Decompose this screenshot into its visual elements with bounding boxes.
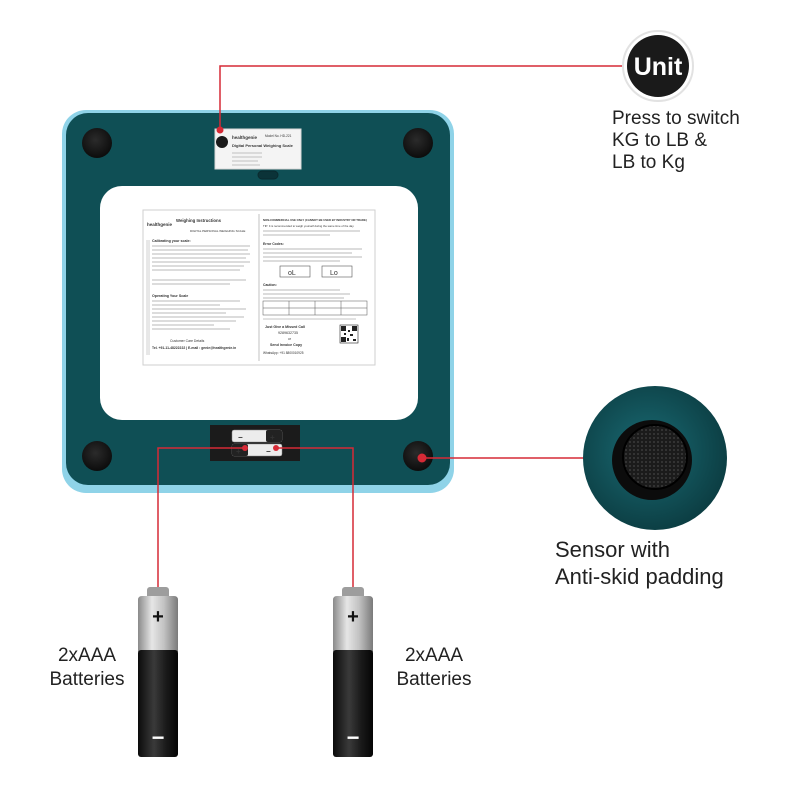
- sensor-caption: Sensor with Anti-skid padding: [555, 536, 795, 590]
- scale-body: healthgenie Model No. HD-221 Digital Per…: [62, 110, 454, 493]
- missed-call-number: 9289632735: [278, 331, 298, 335]
- error-code-ol: oL: [288, 270, 296, 277]
- battery-right: + −: [333, 587, 373, 757]
- foot-pad: [82, 441, 112, 471]
- sensor-caption-line: Anti-skid padding: [555, 564, 724, 589]
- foot-pad: [82, 128, 112, 158]
- unit-caption-line: KG to LB &: [612, 130, 708, 151]
- customer-care-contact: Tel. +91-11-48222222 | E-mail : genie@he…: [152, 346, 236, 350]
- unit-caption: Press to switch KG to LB & LB to Kg: [612, 108, 792, 174]
- compartment-plus-symbol: +: [236, 447, 241, 456]
- sensor-caption-line: Sensor with: [555, 537, 670, 562]
- whatsapp-text: WhatsApp: +91 8800010925: [263, 351, 304, 355]
- battery-left-plus: +: [152, 606, 164, 628]
- calibrating-text-lines: [152, 245, 250, 285]
- tip-text: TIP: It is recommended to weigh yourself…: [263, 224, 354, 228]
- calibrating-heading: Calibrating your scale:: [152, 239, 191, 243]
- foot-pad: [403, 128, 433, 158]
- top-label-brand: healthgenie: [232, 135, 258, 140]
- battery-callout-line-right: [276, 447, 354, 592]
- unit-button-badge: Unit: [622, 30, 694, 102]
- compartment-plus-symbol: +: [270, 433, 275, 442]
- top-label-model: Model No. HD-221: [265, 134, 292, 138]
- compartment-minus-symbol: −: [266, 447, 271, 456]
- battery-caption-line: Batteries: [49, 669, 125, 690]
- error-codes-heading: Error Codes:: [263, 242, 284, 246]
- missed-call-text: Just Give a Missed Call: [265, 325, 305, 329]
- battery-caption-line: 2xAAA: [57, 645, 117, 666]
- battery-caption-right: 2xAAA Batteries: [379, 644, 489, 692]
- unit-button-label: Unit: [634, 53, 683, 81]
- battery-right-minus: −: [347, 725, 360, 750]
- instruction-heading: Weighing Instructions: [176, 218, 222, 223]
- unit-caption-line: LB to Kg: [612, 152, 685, 173]
- unit-callout-line: [219, 65, 624, 130]
- battery-caption-line: Batteries: [396, 669, 472, 690]
- non-commercial-heading: NON-COMMERCIAL USE ONLY (CANNOT BE USED …: [263, 218, 367, 222]
- battery-right-plus: +: [347, 606, 359, 628]
- operating-text-lines: [152, 300, 246, 330]
- scale-slot: [257, 170, 279, 180]
- unit-caption-line: Press to switch: [612, 108, 740, 129]
- instruction-brand: healthgenie: [147, 222, 173, 227]
- error-code-lo: Lo: [330, 270, 338, 277]
- battery-left: + −: [138, 587, 178, 757]
- battery-callout-line-left: [157, 447, 245, 592]
- operating-heading: Operating Your Scale: [152, 294, 188, 298]
- instruction-subheading: DIGITAL PERSONAL WEIGHING SCALE: [190, 229, 245, 233]
- battery-caption-line: 2xAAA: [404, 645, 464, 666]
- unit-button-on-scale: [216, 136, 228, 148]
- qr-code: [339, 324, 359, 344]
- sensor-zoom: [583, 386, 727, 530]
- compartment-minus-symbol: −: [238, 433, 243, 442]
- anti-skid-texture: [623, 425, 687, 489]
- send-invoice-text: Send Invoice Copy: [270, 343, 302, 347]
- spec-table: [262, 300, 368, 316]
- battery-caption-left: 2xAAA Batteries: [32, 644, 142, 692]
- caution-heading: Caution:: [263, 283, 277, 287]
- or-text: or: [288, 337, 292, 341]
- battery-left-minus: −: [152, 725, 165, 750]
- customer-care: Customer Care Details: [170, 339, 205, 343]
- product-label: [214, 128, 302, 170]
- top-label-title: Digital Personal Weighing Scale: [232, 143, 294, 148]
